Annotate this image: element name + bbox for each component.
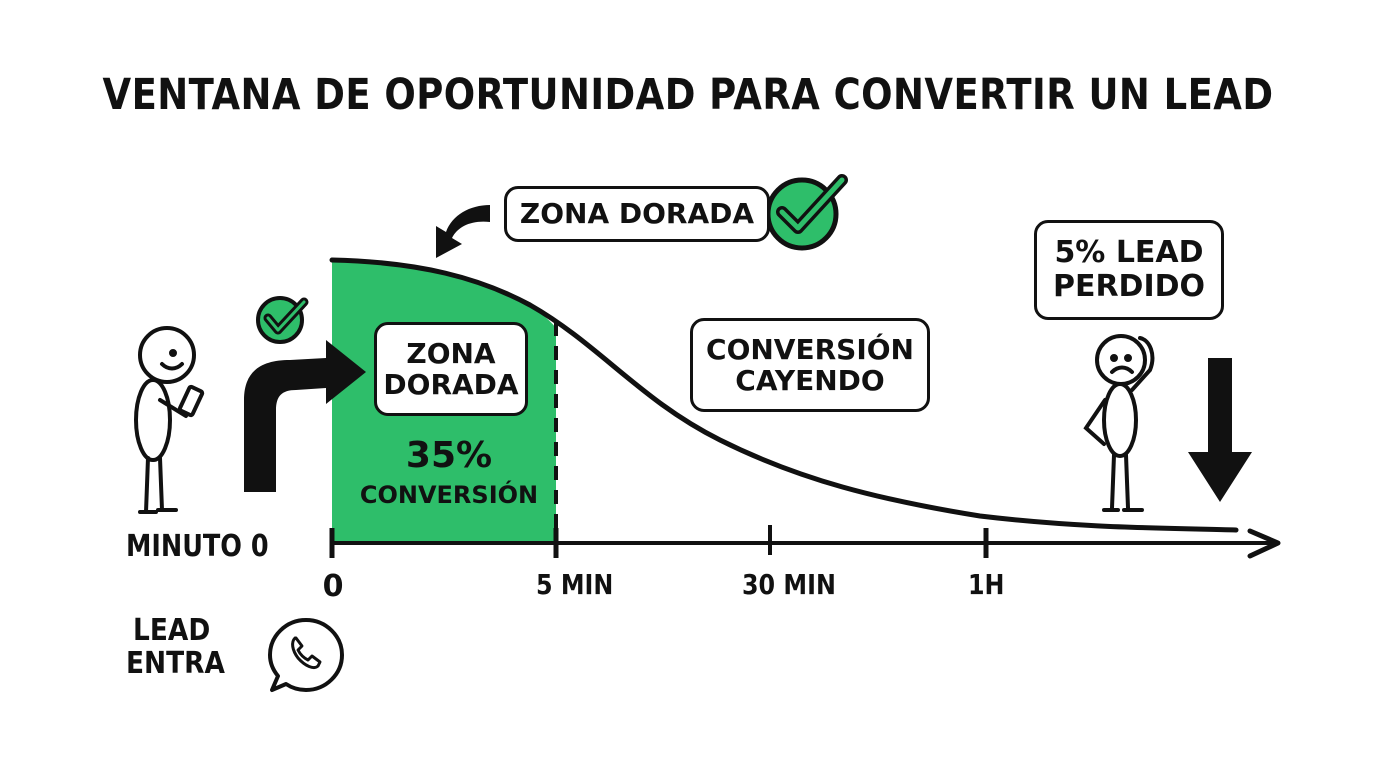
tick-label-5min: 5 MIN: [536, 568, 614, 601]
falling-line2: CAYENDO: [735, 364, 885, 397]
conversion-curve: [329, 257, 1239, 533]
zone-box-line2: DORADA: [383, 368, 519, 401]
falling-conversion-callout: CONVERSIÓN CAYENDO: [690, 318, 930, 412]
axis-arrowhead-icon: [1247, 528, 1281, 559]
worried-stick-figure-icon: [1083, 334, 1155, 512]
zone-stat-value: 35%: [405, 435, 493, 476]
lost-lead-callout: 5% LEAD PERDIDO: [1034, 220, 1224, 320]
lost-line1: 5% LEAD: [1054, 235, 1204, 271]
zone-stat-label: CONVERSIÓN: [359, 481, 539, 509]
tick-label-30min: 30 MIN: [742, 568, 836, 601]
zone-box-line1: ZONA: [406, 336, 496, 370]
whatsapp-icon: [268, 618, 344, 692]
tick-label-0: 0: [322, 569, 344, 604]
down-arrow-icon: [1188, 358, 1252, 502]
lost-line2: PERDIDO: [1052, 269, 1206, 304]
golden-zone-box: ZONA DORADA: [374, 322, 528, 416]
curved-arrow-icon: [436, 205, 490, 258]
axis-start-label: MINUTO 0: [126, 529, 269, 564]
small-check-circle-icon: [256, 296, 309, 344]
top-zone-label: ZONA DORADA: [519, 197, 755, 231]
falling-line1: CONVERSIÓN: [706, 332, 914, 366]
check-circle-icon: [765, 174, 848, 251]
page-title: VENTANA DE OPORTUNIDAD PARA CONVERTIR UN…: [102, 70, 1274, 120]
tick-label-1h: 1H: [968, 568, 1005, 601]
top-zone-callout: ZONA DORADA: [504, 186, 770, 242]
happy-stick-figure-icon: [134, 326, 205, 514]
bent-arrow-icon: [244, 340, 366, 492]
lead-entry-label: LEAD ENTRA: [126, 614, 225, 680]
lead-entry-line2: ENTRA: [126, 646, 225, 681]
lead-entry-line1: LEAD: [133, 613, 211, 648]
